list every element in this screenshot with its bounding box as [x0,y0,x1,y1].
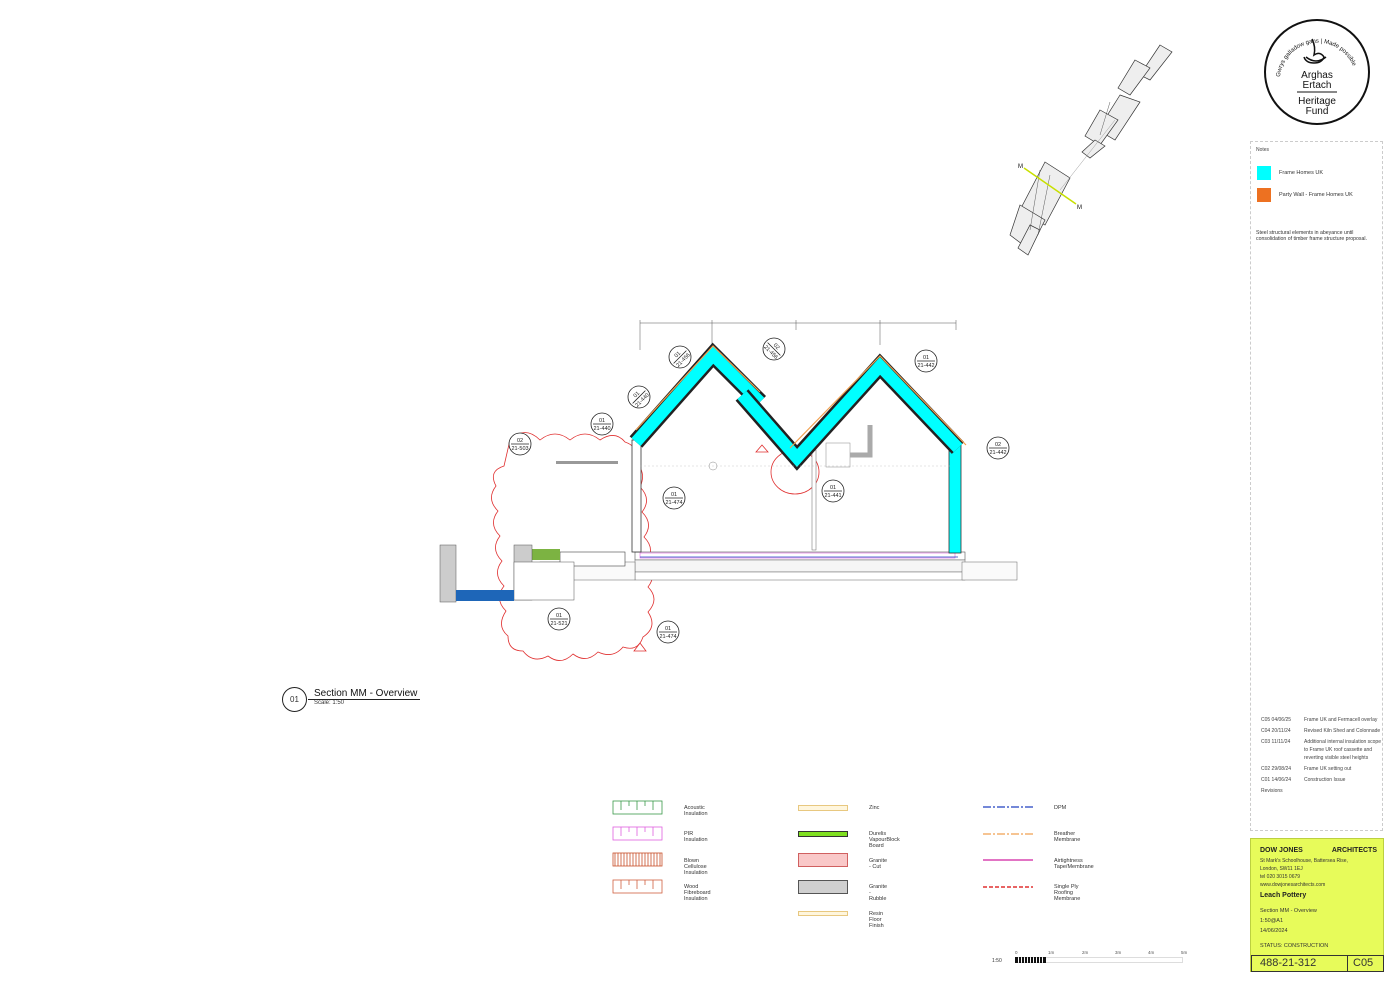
notes-panel: Notes Frame Homes UK Party Wall - Frame … [1250,141,1383,831]
svg-text:21-474: 21-474 [665,500,682,506]
view-number: 01 [282,687,307,712]
scale-tick: 1m [1048,950,1055,955]
legend-label: Airtightness Tape/Membrane [1054,858,1094,870]
svg-text:Arghas: Arghas [1301,70,1333,81]
svg-text:21-474: 21-474 [659,634,676,640]
swatch-label: Party Wall - Frame Homes UK [1279,192,1353,198]
section-marker: M [1077,205,1082,211]
legend-label: Blown Cellulose Insulation [684,858,708,876]
title-block: DOW JONES ARCHITECTS St Mark's Schoolhou… [1250,838,1384,972]
callout-02-21-442[interactable]: 02 21-442 [986,436,1010,460]
drawing-date: 14/06/2024 [1260,928,1288,934]
swatch-frame-homes [1257,166,1271,180]
svg-text:01: 01 [633,391,642,400]
svg-text:01: 01 [665,626,671,632]
svg-text:02: 02 [517,438,523,444]
legend-label: Granite - Cut [869,858,888,870]
notes-title: Notes [1256,147,1270,153]
svg-text:01: 01 [599,418,605,424]
website: www.dowjonesarchitects.com [1260,882,1326,888]
revision-code: C05 [1347,955,1384,972]
section-marker: M [1018,164,1023,170]
callout-01-21-521[interactable]: 01 21-521 [547,607,571,631]
svg-text:02: 02 [772,343,781,352]
legend-label: PIR Insulation [684,831,708,843]
callout-01-21-442[interactable]: 01 21-442 [914,349,938,373]
view-title: 01 Section MM - Overview Scale: 1:50 [282,687,432,715]
firm-name: DOW JONES [1260,847,1303,854]
scale-tick: 2m [1082,950,1089,955]
svg-text:21-440: 21-440 [593,426,610,432]
legend-swatch-granite-rubble [798,880,848,894]
legend-label: Durelis VapourBlock Board [869,831,900,849]
address-line: London, SW11 1EJ [1260,866,1303,872]
svg-text:01: 01 [556,613,562,619]
svg-text:21-442: 21-442 [917,363,934,369]
legend-label: Acoustic Insulation [684,805,708,817]
notes-text: Steel structural elements in abeyance un… [1256,230,1368,242]
svg-text:21-503: 21-503 [511,446,528,452]
firm-name-right: ARCHITECTS [1331,847,1377,854]
section-drawing [439,320,1018,661]
svg-text:01: 01 [830,485,836,491]
revisions-title: Revisions [1261,788,1283,794]
scale-tick: 4m [1148,950,1155,955]
svg-text:Ertach: Ertach [1303,80,1332,91]
drawing-title: Section MM - Overview [1260,908,1317,914]
key-plan: M M [1000,40,1180,260]
swatch-party-wall [1257,188,1271,202]
legend-swatch-zinc [798,805,848,811]
legend-swatch-granite-cut [798,853,848,867]
svg-text:02: 02 [995,442,1001,448]
scale-tick: 3m [1115,950,1122,955]
drawing-number: 488-21-312 [1251,955,1348,972]
legend-label: Zinc [869,805,880,811]
callout-01-21-440[interactable]: 01 21-440 [590,412,614,436]
legend-label: Breather Membrane [1054,831,1081,843]
drawing-status: STATUS: CONSTRUCTION [1260,943,1329,949]
legend-label: Single Ply Roofing Membrane [1054,884,1081,902]
callout-01-21-474[interactable]: 01 21-474 [662,486,686,510]
svg-text:01: 01 [671,492,677,498]
svg-text:01: 01 [923,355,929,361]
project-name: Leach Pottery [1260,892,1307,899]
svg-text:21-441: 21-441 [824,493,841,499]
legend-label: DPM [1054,805,1067,811]
telephone: tel 020 3015 0679 [1260,874,1301,880]
svg-text:01: 01 [674,351,683,360]
view-title-text: Section MM - Overview [314,688,418,699]
svg-text:Fund: Fund [1306,106,1329,117]
scale-bar: 1:50 0 1m 2m 3m 4m 5m [990,950,1190,966]
callout-01-21-474-lower[interactable]: 01 21-474 [656,620,680,644]
heritage-fund-logo: Gwrys galladow gans | Made possible with… [1259,13,1372,127]
scale-ratio: 1:50 [992,958,1002,964]
callout-01-21-441[interactable]: 01 21-441 [821,479,845,503]
legend-swatch-durelis [798,831,848,837]
callout-02-21-503[interactable]: 02 21-503 [508,432,532,456]
legend-swatch-resin [798,911,848,916]
scale-tick: 0 [1015,950,1018,955]
swatch-label: Frame Homes UK [1279,170,1324,176]
svg-text:Heritage: Heritage [1298,96,1336,107]
legend-label: Wood Fibreboard Insulation [684,884,711,902]
view-title-underline [308,699,420,700]
svg-text:21-442: 21-442 [989,450,1006,456]
address-line: St Mark's Schoolhouse, Battersea Rise, [1260,858,1348,864]
scale-tick: 5m [1181,950,1188,955]
drawing-scale: 1:50@A1 [1260,918,1284,924]
view-scale: Scale: 1:50 [314,700,345,706]
legend-label: Resin Floor Finish [869,911,884,929]
svg-text:21-521: 21-521 [550,621,567,627]
legend-label: Granite - Rubble [869,884,888,902]
